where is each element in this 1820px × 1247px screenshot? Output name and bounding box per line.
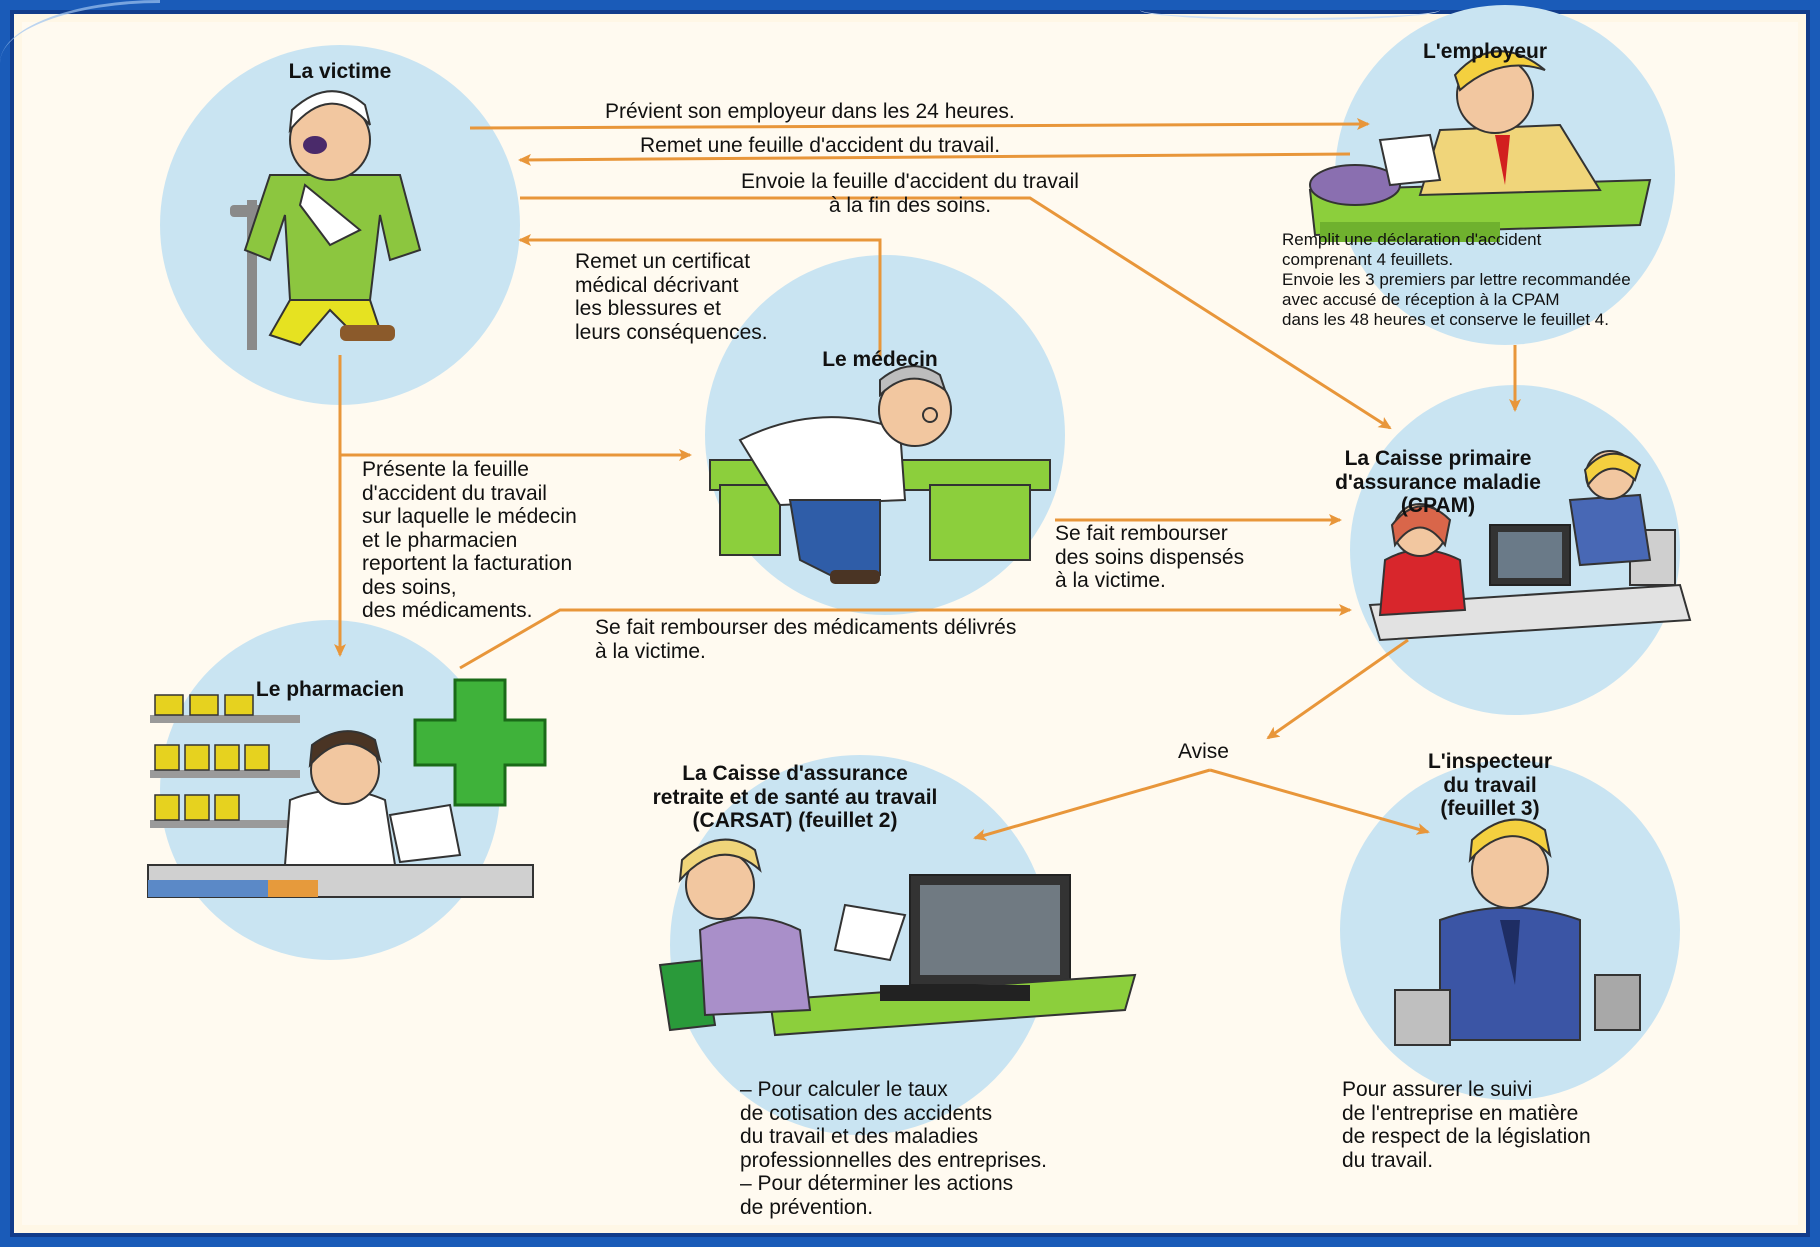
employeur-title: L'employeur xyxy=(1422,40,1548,63)
arrow-avise-inspecteur xyxy=(1209,768,1430,835)
arrow-avise xyxy=(1266,638,1409,740)
arrow-envoie-feuille xyxy=(520,196,1392,430)
flow-arrows xyxy=(334,118,1521,841)
inspecteur-illustration xyxy=(1340,760,1680,1100)
flow-label-previent: Prévient son employeur dans les 24 heure… xyxy=(605,100,1015,123)
flow-label-certificat: Remet un certificat médical décrivant le… xyxy=(575,250,768,344)
flow-label-avise: Avise xyxy=(1178,740,1229,763)
pharmacien-title: Le pharmacien xyxy=(255,678,405,701)
medecin-title: Le médecin xyxy=(822,348,938,371)
inspecteur-title: L'inspecteur du travail (feuillet 3) xyxy=(1427,750,1553,821)
carsat-note: – Pour calculer le taux de cotisation de… xyxy=(740,1078,1048,1219)
carsat-illustration xyxy=(658,755,1137,1135)
flow-label-envoie-feuille: Envoie la feuille d'accident du travail … xyxy=(741,170,1079,217)
arrow-certificat xyxy=(518,234,882,360)
flow-label-rembourse-soins: Se fait rembourser des soins dispensés à… xyxy=(1055,522,1245,593)
arrow-remet-feuille xyxy=(518,152,1351,166)
arrow-avise-carsat xyxy=(973,768,1211,841)
flow-label-remet-feuille: Remet une feuille d'accident du travail. xyxy=(640,134,1001,157)
cpam-title: La Caisse primaire d'assurance maladie (… xyxy=(1335,447,1541,518)
cpam-illustration xyxy=(1350,385,1692,715)
flow-label-presente: Présente la feuille d'accident du travai… xyxy=(362,458,577,623)
medecin-illustration xyxy=(705,255,1065,615)
pharmacien-illustration xyxy=(147,620,547,960)
arrow-rembourse-medicaments xyxy=(459,604,1352,670)
decorative-arc xyxy=(1140,0,1440,20)
arrow-previent xyxy=(469,118,1370,131)
flow-label-rembourse-medicaments: Se fait rembourser des médicaments déliv… xyxy=(595,616,1017,663)
inspecteur-note: Pour assurer le suivi de l'entreprise en… xyxy=(1342,1078,1591,1172)
employeur-note: Remplit une déclaration d'accident compr… xyxy=(1282,230,1631,330)
employeur-illustration xyxy=(1308,5,1675,345)
victime-illustration xyxy=(160,45,520,405)
victime-title: La victime xyxy=(288,60,392,83)
carsat-title: La Caisse d'assurance retraite et de san… xyxy=(652,762,938,833)
